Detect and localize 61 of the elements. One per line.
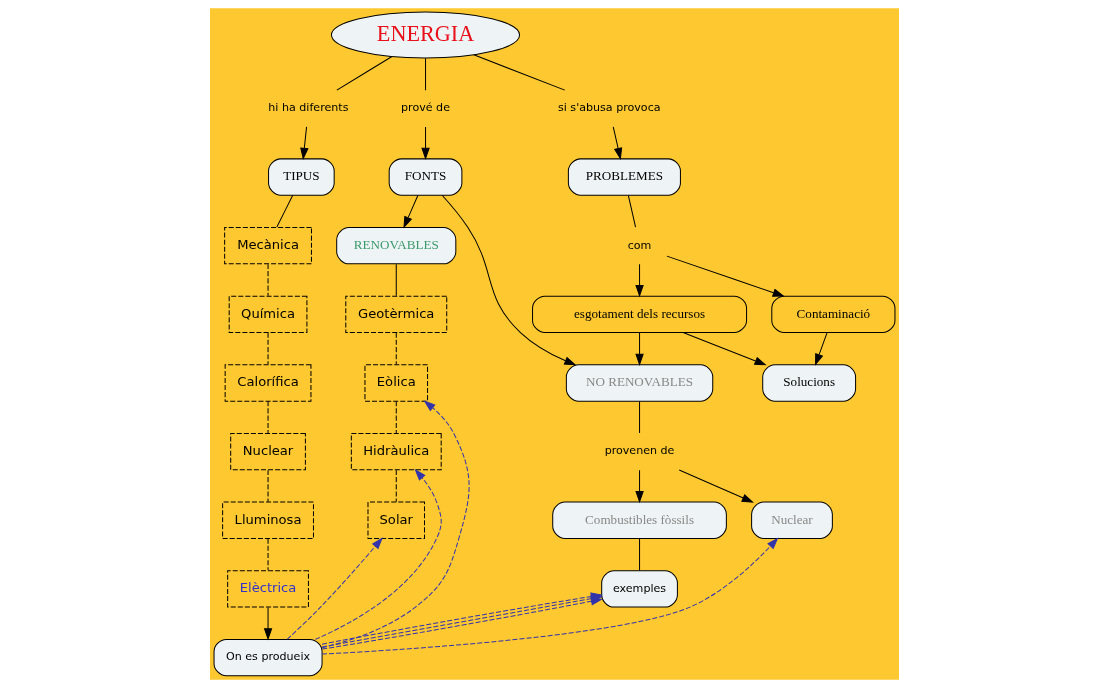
connector [395,263,397,297]
arrow [815,332,828,366]
node-box: TIPUS [268,158,335,196]
arrow [403,195,419,229]
connector [267,469,269,503]
node-box: Nuclear [230,432,306,471]
arrow [635,332,644,366]
node-box: Eòlica [364,364,429,402]
node-box: Combustibles fòssils [552,501,727,539]
node-text: si s'abusa provoca [557,101,661,115]
connector [639,401,641,434]
node-box: Solucions [762,364,857,402]
connector [267,401,269,434]
node-box: FONTS [388,158,463,196]
node-ellipse: ENERGIA [330,11,521,59]
connector [425,57,427,91]
arrow [263,606,273,641]
node-box: Nuclear [751,501,833,539]
connector [267,538,269,571]
node-box: Solar [367,501,426,539]
arrow [321,400,470,649]
arrow [666,255,785,297]
node-box: esgotament dels recursos [532,295,748,334]
node-box: Lluminosa [222,501,314,539]
node-text: com [627,238,652,252]
arrow [300,126,309,160]
node-box: Geotèrmica [345,295,448,334]
connector [627,195,637,228]
connector [267,263,269,297]
node-text: hi ha diferents [268,101,349,115]
node-box: Contaminació [771,295,896,334]
connector [395,332,397,365]
node-box: PROBLEMES [567,158,681,196]
arrow [286,537,383,640]
arrow [441,195,577,366]
connector [395,401,397,434]
node-box: Mecànica [224,227,312,265]
connector [276,195,294,228]
node-box: Elèctrica [227,570,309,608]
node-box: RENOVABLES [336,227,457,265]
arrow [314,468,442,640]
arrow [635,263,644,298]
node-text: prové de [401,101,450,115]
node-box: exemples [601,570,678,608]
connector [639,538,641,571]
connector [267,332,269,365]
arrow [421,126,430,160]
arrow [635,469,644,504]
connector [336,56,393,91]
arrow [612,126,623,160]
connector [473,54,566,91]
node-box: Calorífica [224,364,312,402]
arrow [678,469,754,503]
node-box: Hidràulica [350,432,442,471]
node-text: provenen de [604,444,675,458]
connector [395,469,397,503]
node-box: NO RENOVABLES [565,364,714,402]
node-box: On es produeix [213,638,323,677]
arrow [683,332,767,366]
node-box: Química [228,295,308,334]
arrow [321,537,779,655]
